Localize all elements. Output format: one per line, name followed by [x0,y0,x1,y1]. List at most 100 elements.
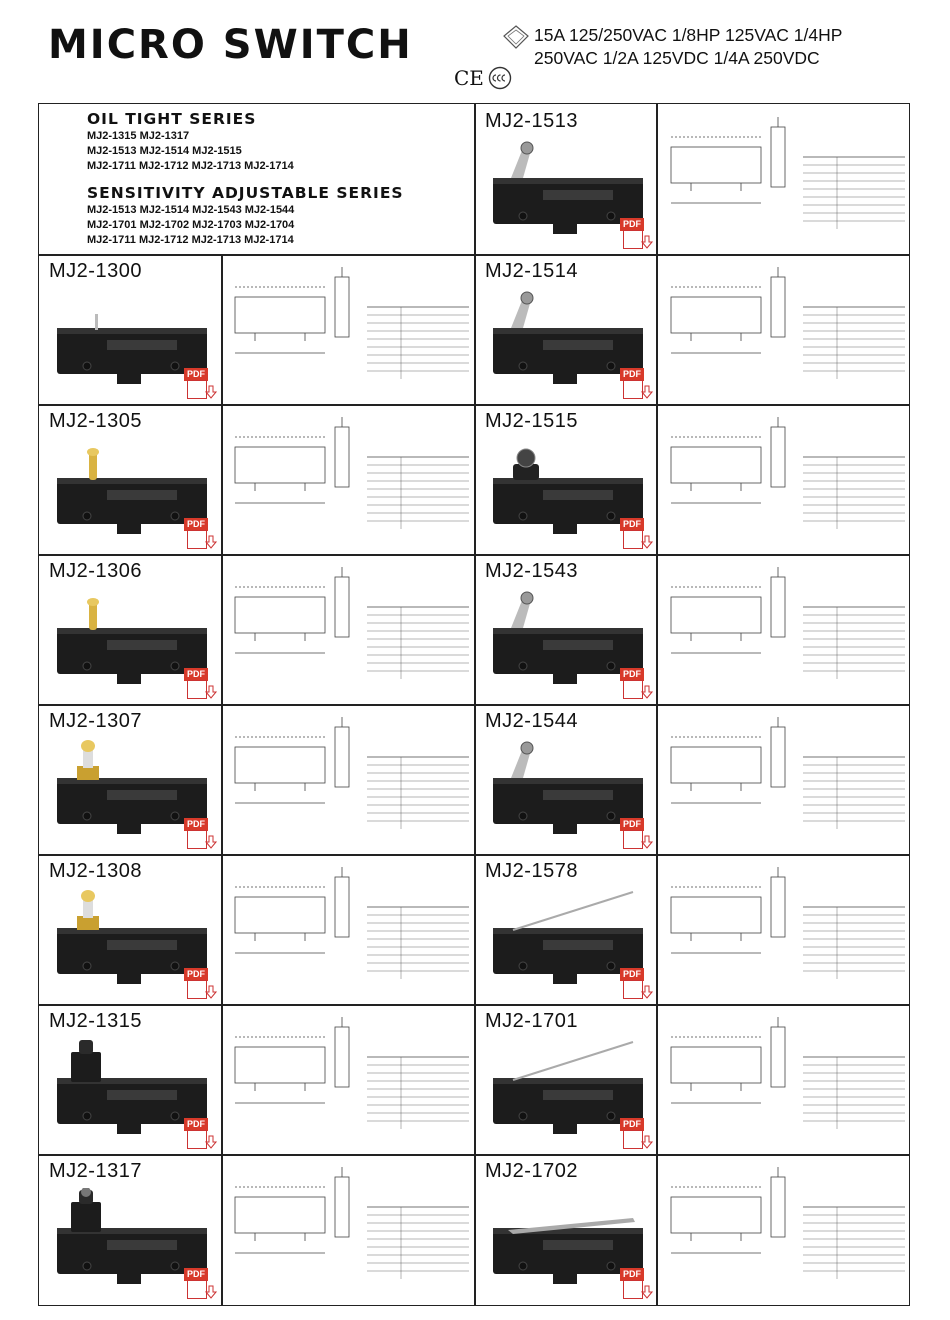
pdf-download-icon[interactable]: PDF [620,668,656,701]
technical-diagram [670,717,905,829]
series-model-line: MJ2-1513 MJ2-1514 MJ2-1543 MJ2-1544 [87,204,295,216]
pdf-download-icon[interactable]: PDF [620,968,656,1001]
dimension-drawing [670,1017,905,1129]
download-arrow-icon [205,985,217,999]
dimension-drawing [670,117,905,229]
document-icon [187,980,207,999]
series-model-line: MJ2-1315 MJ2-1317 [87,130,190,142]
ratings-line-1: 15A 125/250VAC 1/8HP 125VAC 1/4HP [534,25,843,45]
row-divider [39,1004,909,1006]
download-arrow-icon [641,1285,653,1299]
download-arrow-icon [641,535,653,549]
pdf-download-icon[interactable]: PDF [184,368,220,401]
pdf-download-icon[interactable]: PDF [620,1268,656,1301]
pdf-label: PDF [184,368,208,381]
pdf-download-icon[interactable]: PDF [620,1118,656,1151]
dimension-drawing [670,567,905,679]
pdf-download-icon[interactable]: PDF [620,818,656,851]
document-icon [623,830,643,849]
dimension-drawing [234,717,469,829]
technical-diagram [234,1167,469,1279]
model-number: MJ2-1306 [49,560,142,582]
switch-photo-frame [57,890,207,984]
row-divider [39,254,909,256]
model-number: MJ2-1578 [485,860,578,882]
dimension-drawing [234,417,469,529]
download-arrow-icon [641,835,653,849]
switch-photo [57,448,207,534]
switch-photo [57,598,207,684]
safety-mark-icon [503,25,529,49]
dimension-drawing [670,267,905,379]
pdf-download-icon[interactable]: PDF [620,218,656,251]
switch-photo [493,291,643,384]
switch-photo-frame [57,740,207,834]
model-number: MJ2-1515 [485,410,578,432]
download-arrow-icon [205,685,217,699]
dimension-drawing [234,567,469,679]
pdf-label: PDF [620,1268,644,1281]
document-icon [623,680,643,699]
pdf-download-icon[interactable]: PDF [620,368,656,401]
technical-diagram [670,1017,905,1129]
document-icon [623,230,643,249]
switch-photo-frame [493,591,643,684]
switch-photo-frame [493,891,643,984]
switch-photo-frame [493,448,643,534]
technical-diagram [234,267,469,379]
pdf-label: PDF [620,218,644,231]
download-arrow-icon [641,235,653,249]
row-divider [39,704,909,706]
model-number: MJ2-1513 [485,110,578,132]
model-number: MJ2-1307 [49,710,142,732]
model-number: MJ2-1315 [49,1010,142,1032]
model-number: MJ2-1543 [485,560,578,582]
switch-photo [493,1218,643,1284]
pdf-label: PDF [184,518,208,531]
pdf-download-icon[interactable]: PDF [184,968,220,1001]
switch-photo [493,891,643,984]
technical-diagram [670,867,905,979]
pdf-download-icon[interactable]: PDF [620,518,656,551]
model-number: MJ2-1300 [49,260,142,282]
technical-diagram [670,417,905,529]
pdf-download-icon[interactable]: PDF [184,518,220,551]
download-arrow-icon [205,1135,217,1149]
pdf-label: PDF [620,368,644,381]
document-icon [623,530,643,549]
switch-photo [57,890,207,984]
pdf-label: PDF [620,818,644,831]
pdf-download-icon[interactable]: PDF [184,668,220,701]
row-divider [39,1154,909,1156]
pdf-label: PDF [620,1118,644,1131]
model-number: MJ2-1701 [485,1010,578,1032]
pdf-download-icon[interactable]: PDF [184,1118,220,1151]
download-arrow-icon [641,685,653,699]
model-number: MJ2-1702 [485,1160,578,1182]
document-icon [187,680,207,699]
pdf-download-icon[interactable]: PDF [184,818,220,851]
document-icon [187,530,207,549]
technical-diagram [670,1167,905,1279]
dimension-drawing [670,417,905,529]
document-icon [187,380,207,399]
switch-photo [493,1041,643,1134]
model-number: MJ2-1317 [49,1160,142,1182]
switch-photo-frame [57,598,207,684]
pdf-download-icon[interactable]: PDF [184,1268,220,1301]
download-arrow-icon [205,385,217,399]
switch-photo-frame [57,314,207,384]
pdf-label: PDF [184,1118,208,1131]
oil-tight-series-title: OIL TIGHT SERIES [87,110,257,128]
column-divider [221,254,223,1305]
switch-photo [57,314,207,384]
model-number: MJ2-1308 [49,860,142,882]
technical-diagram [670,117,905,229]
page-title: MICRO SWITCH [48,22,413,68]
model-number: MJ2-1305 [49,410,142,432]
